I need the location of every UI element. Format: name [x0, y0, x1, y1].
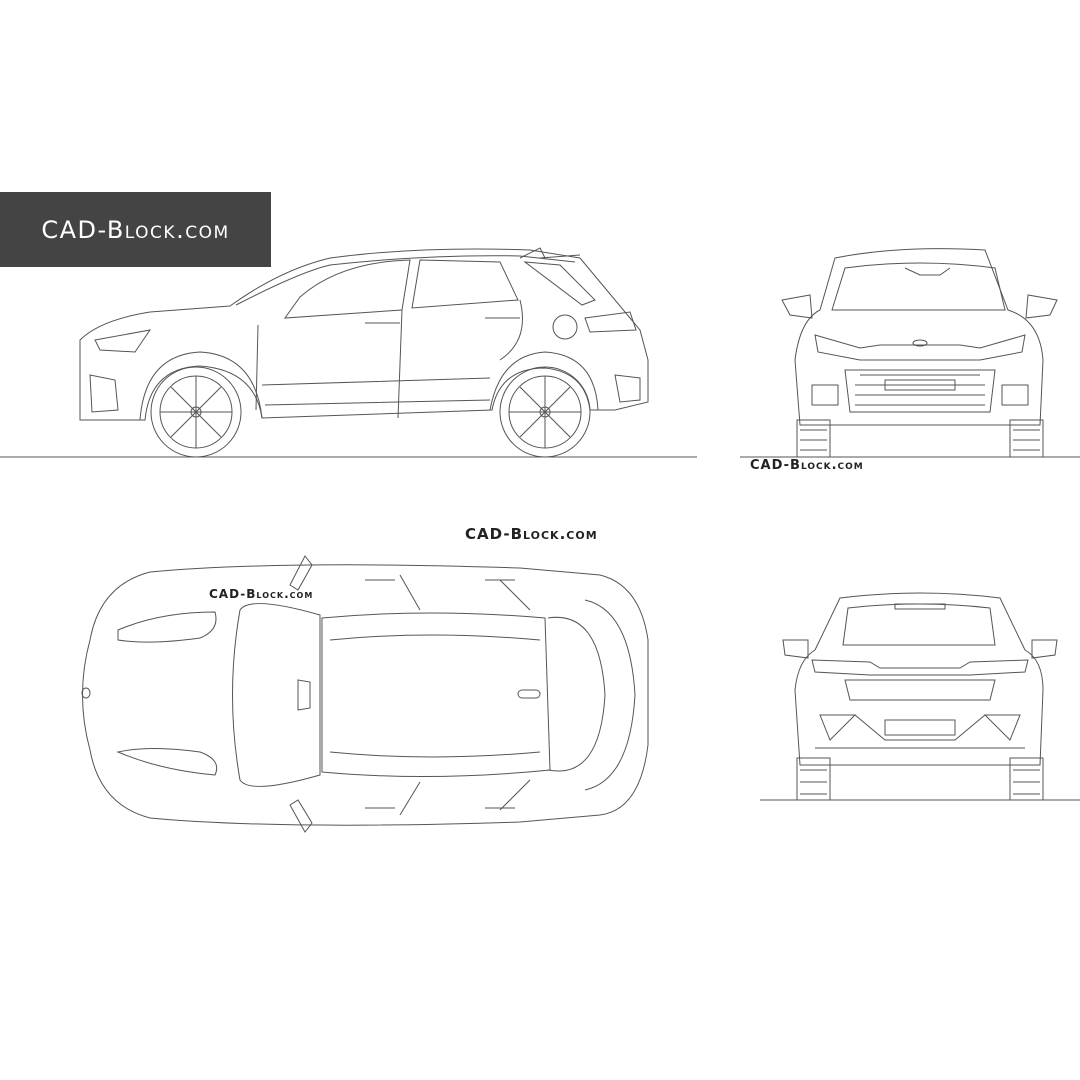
rear-view	[760, 592, 1080, 801]
watermark-front-view: CAD-Block.com	[750, 458, 864, 473]
logo-text: CAD-Block.com	[41, 215, 230, 244]
front-view	[740, 248, 1080, 458]
cad-block-logo: CAD-Block.com	[0, 192, 271, 267]
side-view	[0, 247, 697, 458]
watermark-top-view: CAD-Block.com	[209, 587, 314, 601]
top-view	[81, 555, 649, 833]
watermark-top-right: CAD-Block.com	[465, 525, 598, 543]
